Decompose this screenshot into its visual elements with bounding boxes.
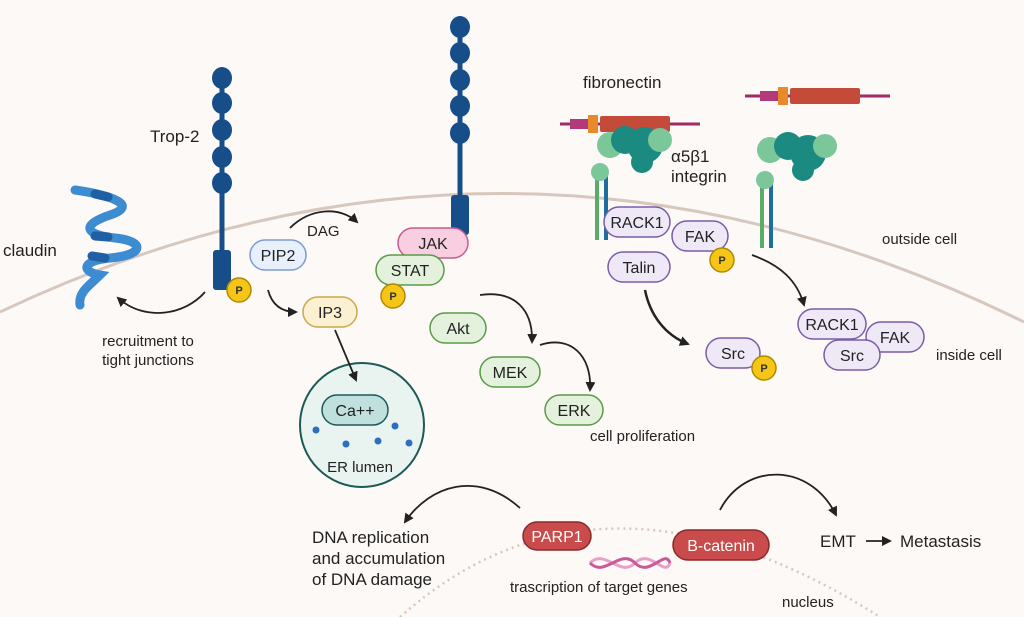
erk-node: ERK — [544, 394, 604, 426]
arrow-talin-src — [643, 289, 690, 346]
trop2-receptor-icon — [212, 67, 232, 290]
rack1-label: RACK1 — [610, 215, 663, 232]
arrow-to-emt — [719, 473, 837, 517]
arrow-fak-complex — [751, 254, 807, 307]
fibronectin-icon — [560, 87, 890, 133]
rack1-complex-label: RACK1 — [805, 317, 858, 334]
phosphate-icon: P — [709, 247, 735, 273]
stat-label: STAT — [391, 263, 430, 280]
talin-label: Talin — [623, 260, 656, 277]
arrow-mek-erk — [539, 341, 596, 392]
mek-label: MEK — [493, 365, 528, 382]
emt-label: EMT — [820, 532, 856, 551]
rack1-node: RACK1 — [603, 206, 671, 238]
fak-complex-node: FAK — [865, 321, 925, 353]
er-lumen-label: ER lumen — [327, 459, 393, 476]
src-complex-label: Src — [840, 348, 864, 365]
outside-cell-label: outside cell — [882, 231, 957, 248]
dna-label-3: of DNA damage — [312, 570, 432, 589]
fibronectin-label: fibronectin — [583, 73, 661, 92]
arrow-ip3-er — [334, 329, 358, 382]
jak-node: JAK — [397, 227, 469, 259]
svg-text:P: P — [760, 363, 767, 375]
parp1-label: PARP1 — [531, 529, 582, 546]
ip3-node: IP3 — [302, 296, 358, 328]
dna-label-1: DNA replication — [312, 528, 429, 547]
fak-label: FAK — [685, 229, 716, 246]
src-node: Src — [705, 337, 761, 369]
jak-label: JAK — [418, 236, 448, 253]
akt-node: Akt — [429, 312, 487, 344]
rack1-complex-node: RACK1 — [797, 308, 867, 340]
arrow-akt-mek — [479, 293, 538, 344]
integrin-icon — [756, 132, 837, 248]
src-complex-node: Src — [823, 339, 881, 371]
nucleus-label: nucleus — [782, 594, 834, 611]
arrow-dag — [289, 210, 359, 229]
fak-node: FAK — [671, 220, 729, 252]
mek-node: MEK — [479, 356, 541, 388]
dna-helix-icon — [588, 557, 672, 569]
er-lumen — [299, 362, 425, 488]
cell-proliferation-label: cell proliferation — [590, 428, 695, 445]
claudin-label: claudin — [3, 241, 57, 260]
svg-text:P: P — [718, 255, 725, 267]
transcription-label: trascription of target genes — [510, 579, 688, 596]
dna-label-2: and accumulation — [312, 549, 445, 568]
integrin-label-2: integrin — [671, 167, 727, 186]
inside-cell-label: inside cell — [936, 347, 1002, 364]
bcatenin-node: B-catenin — [672, 529, 770, 561]
phosphate-icon: P — [751, 355, 777, 381]
integrin-label-1: α5β1 — [671, 147, 710, 166]
src-label: Src — [721, 346, 745, 363]
bcatenin-label: B-catenin — [687, 538, 755, 555]
nucleus-envelope — [399, 527, 881, 617]
recruitment-label-2: tight junctions — [102, 352, 194, 369]
talin-node: Talin — [607, 251, 671, 283]
dag-label: DAG — [307, 223, 340, 240]
fak-complex-label: FAK — [880, 330, 911, 347]
phosphate-icon: P — [226, 277, 252, 303]
claudin-icon — [70, 185, 142, 310]
stat-node: STAT — [375, 254, 445, 286]
erk-label: ERK — [558, 403, 591, 420]
ip3-label: IP3 — [318, 305, 342, 322]
arrow-to-tight-junctions — [116, 291, 206, 314]
pip2-node: PIP2 — [249, 239, 307, 271]
recruitment-label-1: recruitment to — [102, 333, 194, 350]
ca-label: Ca++ — [335, 403, 374, 420]
metastasis-label: Metastasis — [900, 532, 981, 551]
pip2-label: PIP2 — [261, 248, 296, 265]
svg-text:P: P — [389, 291, 396, 303]
akt-label: Akt — [446, 321, 470, 338]
receptor-icon — [450, 16, 470, 235]
arrow-pip2-ip3 — [267, 289, 298, 317]
cell-membrane — [0, 192, 1024, 324]
phosphate-icon: P — [380, 283, 406, 309]
parp1-node: PARP1 — [522, 521, 592, 551]
trop2-label: Trop-2 — [150, 127, 199, 146]
arrow-to-dna-damage — [403, 485, 521, 524]
svg-text:P: P — [235, 285, 242, 297]
